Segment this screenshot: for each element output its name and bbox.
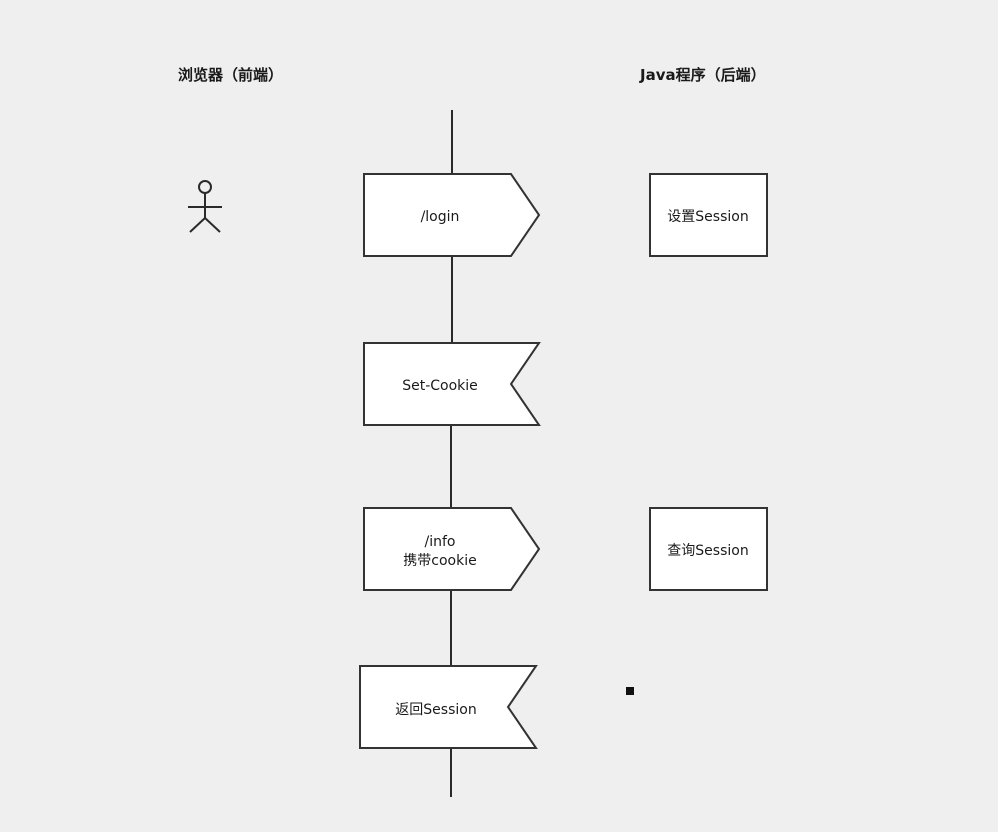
flow-step-label: /login (421, 209, 460, 225)
backend-step-set-session: 设置Session (649, 173, 768, 257)
request-arrow-shape (363, 507, 541, 591)
frontend-lane-title: 浏览器（前端） (178, 66, 283, 84)
backend-step-label: 查询Session (667, 543, 748, 559)
lifeline (450, 110, 453, 797)
flow-step-login: /login (363, 173, 541, 257)
user-actor-icon (188, 180, 222, 233)
response-flag-shape (359, 665, 538, 749)
backend-step-label: 设置Session (667, 209, 748, 225)
backend-lane-title: Java程序（后端） (639, 66, 766, 84)
flow-step-label: Set-Cookie (402, 378, 478, 394)
flow-step-return-session: 返回Session (359, 665, 538, 749)
square-marker (626, 687, 634, 695)
backend-step-box (649, 507, 768, 591)
flow-step-label-line-2: 携带cookie (403, 553, 476, 569)
flow-step-set-cookie: Set-Cookie (363, 342, 541, 426)
request-arrow-shape (363, 173, 541, 257)
flow-step-label: 返回Session (395, 702, 476, 718)
flow-step-label-line-1: /info (425, 534, 456, 550)
backend-step-query-session: 查询Session (649, 507, 768, 591)
backend-step-box (649, 173, 768, 257)
flow-step-info: /info 携带cookie (363, 507, 541, 591)
response-flag-shape (363, 342, 541, 426)
